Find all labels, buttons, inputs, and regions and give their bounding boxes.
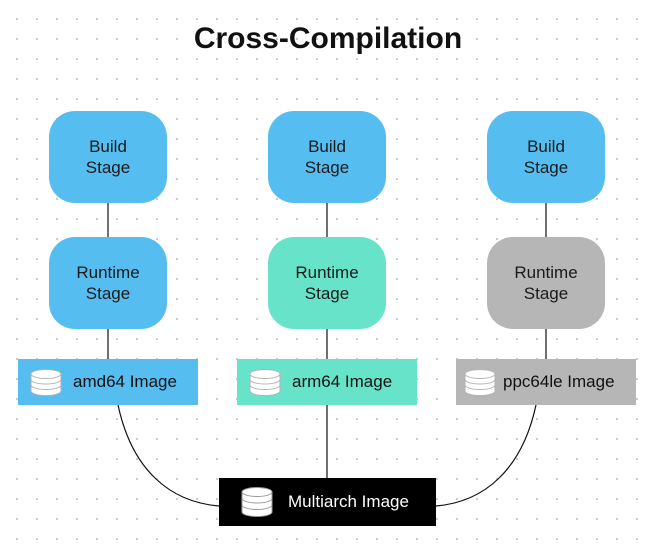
ppc64le-image-label: ppc64le Image bbox=[503, 372, 615, 391]
runtime-stage-3-line2: Stage bbox=[523, 284, 569, 303]
build-stage-3-line1: Build bbox=[527, 137, 565, 156]
runtime-stage-1-line1: Runtime bbox=[76, 263, 140, 282]
database-icon bbox=[464, 369, 496, 396]
amd64-image-label: amd64 Image bbox=[73, 372, 177, 391]
runtime-stage-1-line2: Stage bbox=[85, 284, 131, 303]
database-icon bbox=[30, 369, 62, 396]
build-stage-3-line2: Stage bbox=[523, 158, 569, 177]
multiarch-image-label: Multiarch Image bbox=[288, 492, 409, 511]
arm64-image-box: arm64 Image bbox=[237, 359, 417, 405]
connector-image-multi-3 bbox=[435, 404, 537, 507]
database-icon bbox=[249, 369, 281, 396]
build-stage-1-line2: Stage bbox=[85, 158, 131, 177]
multiarch-image-box: Multiarch Image bbox=[219, 478, 436, 526]
runtime-stage-2-line2: Stage bbox=[304, 284, 350, 303]
build-stage-2-line2: Stage bbox=[304, 158, 350, 177]
runtime-stage-3-line1: Runtime bbox=[514, 263, 578, 282]
arm64-image-label: arm64 Image bbox=[292, 372, 393, 391]
diagram-title: Cross-Compilation bbox=[193, 22, 463, 55]
amd64-image-box: amd64 Image bbox=[18, 359, 198, 405]
database-icon bbox=[241, 487, 273, 517]
build-stage-2-line1: Build bbox=[308, 137, 346, 156]
connector-image-multi-1 bbox=[117, 404, 220, 507]
build-stage-1-line1: Build bbox=[89, 137, 127, 156]
ppc64le-image-box: ppc64le Image bbox=[456, 359, 636, 405]
runtime-stage-2-line1: Runtime bbox=[295, 263, 359, 282]
